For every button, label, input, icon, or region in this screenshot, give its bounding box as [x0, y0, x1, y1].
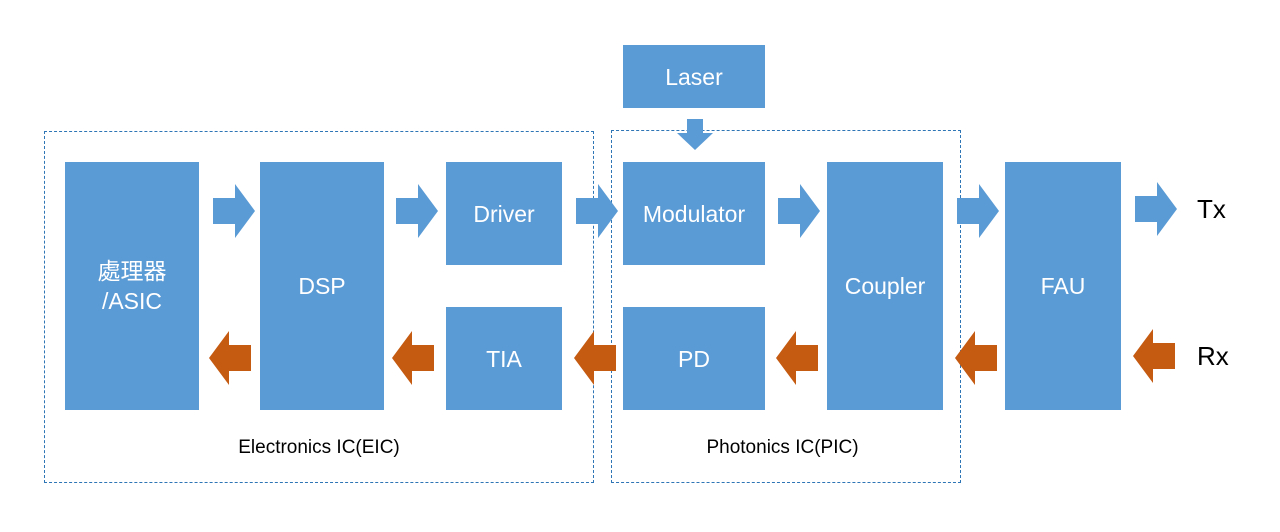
- pd-block: PD: [623, 307, 765, 410]
- left-arrow-icon: [574, 331, 616, 385]
- tia-block: TIA: [446, 307, 562, 410]
- rx-label: Rx: [1197, 341, 1229, 371]
- pic-group: [611, 130, 961, 483]
- driver-label: Driver: [473, 200, 535, 227]
- processor-asic-block: 處理器 /ASIC: [65, 162, 199, 410]
- processor-asic-label: 處理器 /ASIC: [97, 258, 167, 314]
- driver-block: Driver: [446, 162, 562, 265]
- pd-label: PD: [678, 345, 710, 372]
- eic-label: Electronics IC(EIC): [238, 437, 400, 458]
- right-arrow-icon: [957, 184, 999, 238]
- right-arrow-icon: [576, 184, 618, 238]
- laser-block: Laser: [623, 45, 765, 108]
- eic-group: [44, 131, 594, 483]
- dsp-label: DSP: [298, 273, 346, 299]
- right-arrow-icon: [396, 184, 438, 238]
- dsp-block: DSP: [260, 162, 384, 410]
- right-arrow-icon: [1135, 182, 1177, 236]
- fau-label: FAU: [1040, 273, 1086, 299]
- pic-label: Photonics IC(PIC): [706, 437, 859, 458]
- left-arrow-icon: [955, 331, 997, 385]
- modulator-block: Modulator: [623, 162, 765, 265]
- right-arrow-icon: [778, 184, 820, 238]
- tx-label: Tx: [1197, 194, 1226, 224]
- coupler-block: Coupler: [827, 162, 943, 410]
- left-arrow-icon: [392, 331, 434, 385]
- tia-label: TIA: [486, 345, 522, 372]
- right-arrow-icon: [213, 184, 255, 238]
- coupler-label: Coupler: [844, 273, 926, 299]
- left-arrow-icon: [1133, 329, 1175, 383]
- left-arrow-icon: [776, 331, 818, 385]
- laser-label: Laser: [665, 63, 723, 90]
- down-arrow-icon: [677, 119, 713, 150]
- fau-block: FAU: [1005, 162, 1121, 410]
- modulator-label: Modulator: [642, 200, 746, 227]
- left-arrow-icon: [209, 331, 251, 385]
